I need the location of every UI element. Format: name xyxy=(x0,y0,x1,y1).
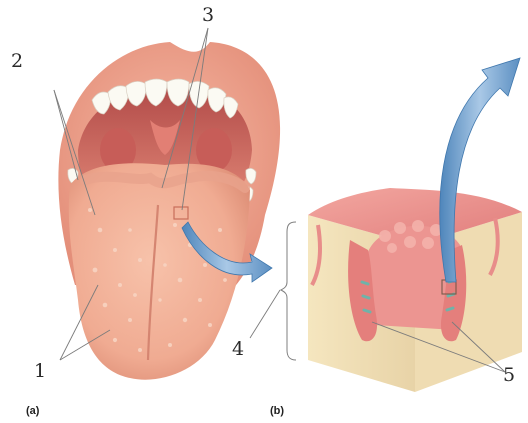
callout-label-4: 4 xyxy=(232,340,244,359)
panel-label-b: (b) xyxy=(270,406,284,417)
mouth-illustration xyxy=(58,42,280,380)
panel-label-a: (a) xyxy=(26,406,39,417)
callout-label-5: 5 xyxy=(503,366,515,385)
tissue-block xyxy=(308,188,522,392)
leader-4 xyxy=(250,290,280,338)
callout-label-1: 1 xyxy=(34,362,46,381)
callout-label-3: 3 xyxy=(202,6,214,25)
bracket-4 xyxy=(281,222,296,360)
callout-label-2: 2 xyxy=(11,52,23,71)
